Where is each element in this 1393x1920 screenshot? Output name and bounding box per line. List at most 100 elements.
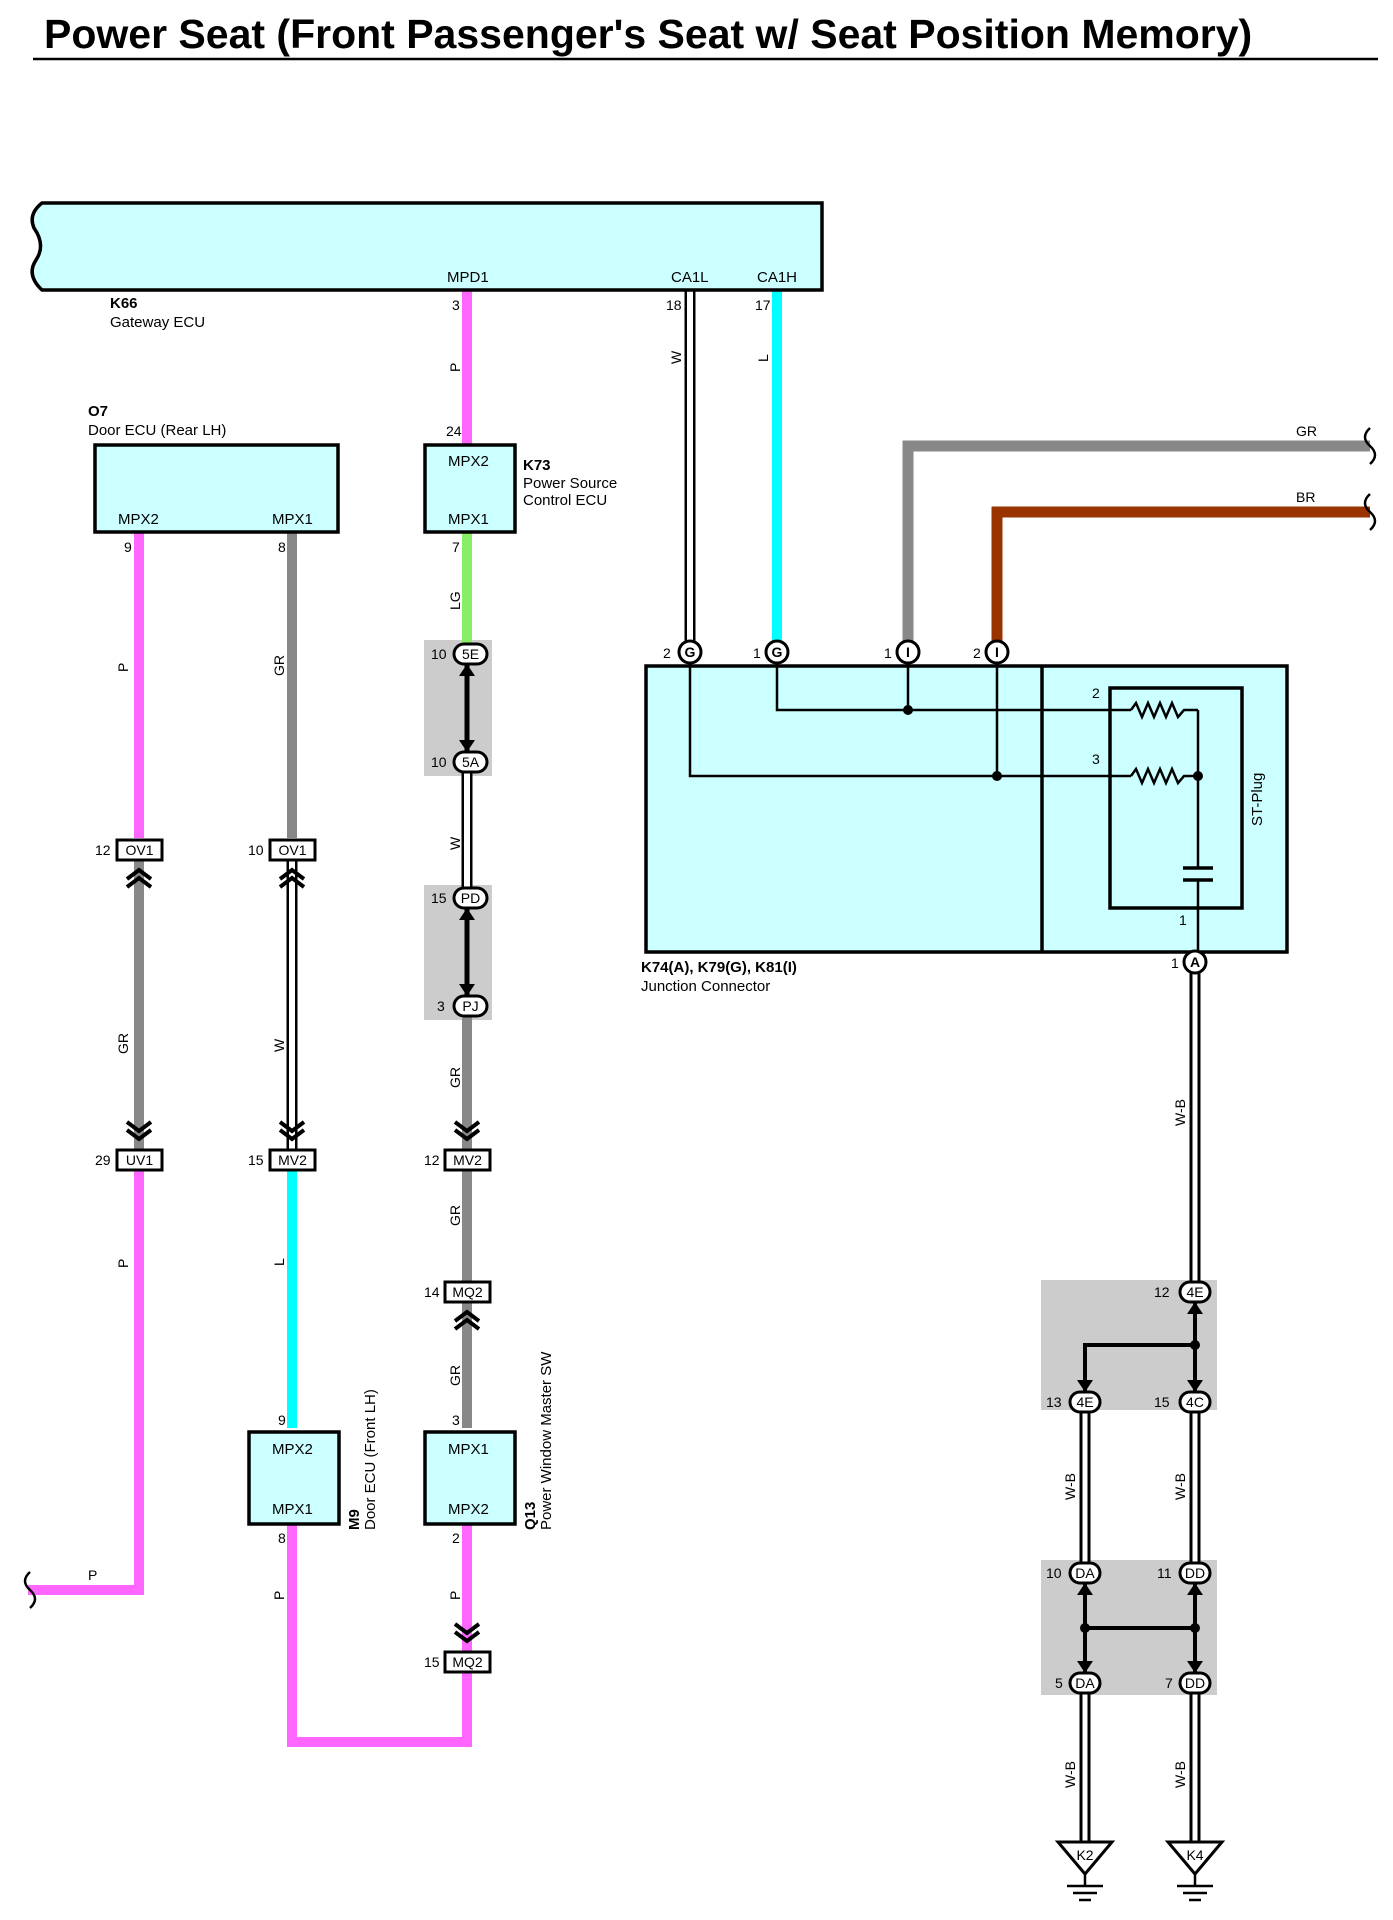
wire-label-p-q13: P (447, 1591, 463, 1600)
q13-code: Q13 (522, 1502, 539, 1530)
junction-pj: PJ (452, 994, 489, 1018)
junction-4e-left: 4E (1068, 1390, 1102, 1414)
wire-p-uv1-exit (28, 1170, 144, 1595)
arrow-4c-down (1187, 1380, 1203, 1392)
junction-da-dot (1080, 1623, 1090, 1633)
o7-terminal-mpx1: MPX1 (272, 511, 313, 528)
page-title: Power Seat (Front Passenger's Seat w/ Se… (44, 11, 1252, 57)
svg-text:DA: DA (1075, 1565, 1095, 1581)
pin-g-2: G (677, 639, 703, 665)
svg-text:5A: 5A (462, 754, 480, 770)
connector-mv2-15-pin: 15 (248, 1152, 264, 1168)
connector-ov1-12-pin: 12 (95, 842, 111, 858)
svg-text:K4: K4 (1186, 1847, 1203, 1863)
k74-pin-g1: 1 (753, 645, 761, 661)
svg-text:I: I (995, 644, 999, 660)
svg-text:UV1: UV1 (126, 1152, 153, 1168)
power-source-control-ecu-box (423, 443, 517, 534)
q13-name: Power Window Master SW (538, 1351, 555, 1530)
wire-label-wb-left: W-B (1062, 1473, 1078, 1500)
k66-pin-ca1h: 17 (755, 297, 771, 313)
k73-terminal-mpx1: MPX1 (448, 511, 489, 528)
wire-p-m9-q13 (287, 1524, 472, 1747)
wire-label-p-m9: P (271, 1591, 287, 1600)
m9-terminal-mpx1: MPX1 (272, 1501, 313, 1518)
ground-k2: K2 (1054, 1840, 1116, 1902)
wire-label-l-k66: L (755, 354, 771, 362)
connector-mv2-12-pin: 12 (424, 1152, 440, 1168)
junction-link-5e-5a (459, 664, 475, 752)
wire-break-p (23, 1571, 37, 1609)
svg-text:4E: 4E (1186, 1284, 1203, 1300)
arrow-da-up (1077, 1583, 1093, 1595)
svg-text:PD: PD (461, 890, 480, 906)
connector-ov1-10: OV1 (268, 838, 317, 889)
pin-i-1: I (895, 639, 921, 665)
pin-a-1: A (1182, 949, 1208, 975)
wire-label-wb-right: W-B (1172, 1473, 1188, 1500)
junction-5a-pin: 10 (431, 754, 447, 770)
pin-g-1: G (764, 639, 790, 665)
wire-label-l-m9: L (271, 1258, 287, 1266)
connector-uv1-29: UV1 (115, 1120, 164, 1172)
k74-pin-a1: 1 (1171, 955, 1179, 971)
junction-4c-pin: 15 (1154, 1394, 1170, 1410)
k74-pin-g2: 2 (663, 645, 671, 661)
junction-4e-top-pin: 12 (1154, 1284, 1170, 1300)
wire-label-w-col2: W (271, 1038, 287, 1052)
junction-4c: 4C (1178, 1390, 1212, 1414)
m9-code: M9 (346, 1509, 363, 1530)
k73-pin-top: 24 (446, 423, 462, 439)
connector-uv1-29-pin: 29 (95, 1152, 111, 1168)
connector-mq2-14: MQ2 (443, 1280, 492, 1331)
connector-mq2-15-pin: 15 (424, 1654, 440, 1670)
k73-pin-bottom: 7 (452, 539, 460, 555)
junction-pj-pin: 3 (437, 998, 445, 1014)
door-ecu-rear-lh-box (93, 443, 340, 534)
svg-text:DD: DD (1185, 1675, 1205, 1691)
svg-text:4C: 4C (1186, 1394, 1204, 1410)
junction-da-top: DA (1068, 1561, 1102, 1585)
k66-code: K66 (110, 295, 138, 312)
m9-terminal-mpx2: MPX2 (272, 1441, 313, 1458)
k66-name: Gateway ECU (110, 314, 205, 331)
st-plug-frame (1108, 686, 1244, 910)
junction-pd-pin: 15 (431, 890, 447, 906)
k66-pin-ca1l: 18 (666, 297, 682, 313)
q13-pin-top: 3 (452, 1412, 460, 1428)
wire-break-br (1363, 493, 1377, 531)
wire-label-p-k66: P (447, 363, 463, 372)
connector-ov1-12: OV1 (115, 838, 164, 889)
svg-text:MQ2: MQ2 (452, 1654, 483, 1670)
svg-text:5E: 5E (462, 646, 479, 662)
arrow-4e-down (1077, 1380, 1093, 1392)
junction-dd-dot (1190, 1623, 1200, 1633)
wire-br-top (991, 506, 1370, 648)
junction-da-bottom: DA (1068, 1671, 1102, 1695)
wire-label-wb-k4: W-B (1172, 1761, 1188, 1788)
wire-gr-top (902, 440, 1370, 648)
junction-4e-top: 4E (1178, 1280, 1212, 1304)
wire-label-gr-mq: GR (447, 1205, 463, 1226)
connector-mq2-15: MQ2 (443, 1622, 492, 1674)
svg-text:OV1: OV1 (125, 842, 153, 858)
q13-pin-bottom: 2 (452, 1530, 460, 1546)
svg-text:MV2: MV2 (278, 1152, 307, 1168)
o7-name: Door ECU (Rear LH) (88, 422, 226, 439)
wire-label-gr-q13: GR (447, 1365, 463, 1386)
svg-text:K2: K2 (1076, 1847, 1093, 1863)
svg-text:DD: DD (1185, 1565, 1205, 1581)
wire-label-wb-a: W-B (1172, 1099, 1188, 1126)
junction-dot-3 (1193, 771, 1203, 781)
st-plug-pin-3: 3 (1092, 751, 1100, 767)
svg-text:A: A (1190, 954, 1200, 970)
arrow-dd-up (1187, 1583, 1203, 1595)
svg-text:MV2: MV2 (453, 1152, 482, 1168)
wire-label-p-col1: P (115, 1259, 131, 1268)
o7-pin-mpx1: 8 (278, 539, 286, 555)
junction-pd: PD (452, 886, 489, 910)
junction-dot-2 (992, 771, 1002, 781)
junction-4e-left-pin: 13 (1046, 1394, 1062, 1410)
wire-label-lg-k73: LG (447, 591, 463, 610)
